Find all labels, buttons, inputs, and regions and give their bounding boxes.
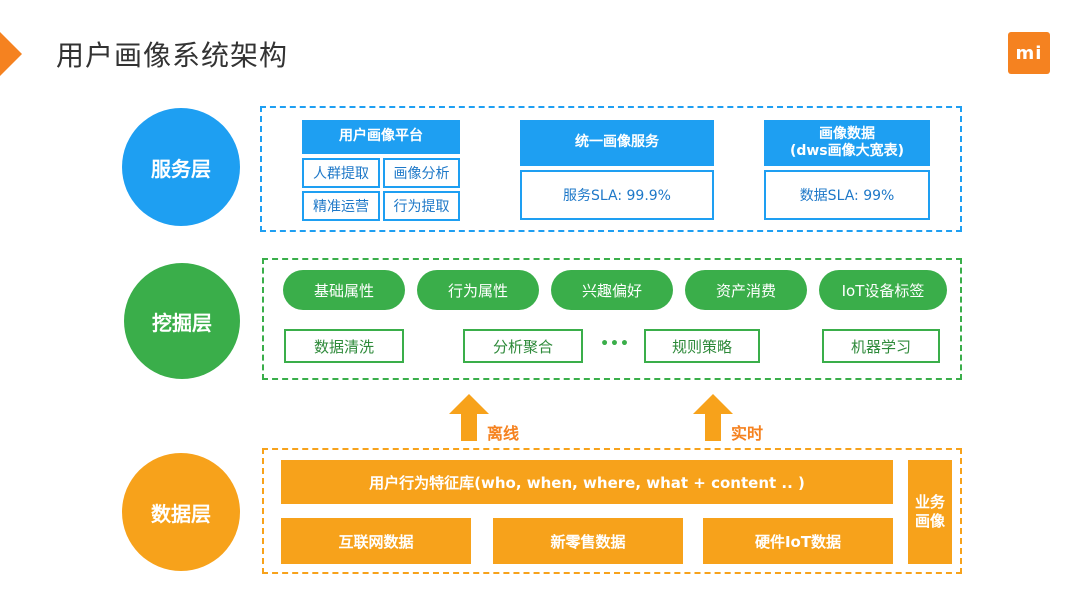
business-profile-line1: 业务 xyxy=(914,492,945,511)
pill-interest-preference: 兴趣偏好 xyxy=(551,270,673,310)
page-title: 用户画像系统架构 xyxy=(56,39,289,72)
data-layer-circle: 数据层 xyxy=(122,453,240,571)
unified-service-title: 统一画像服务 xyxy=(520,120,714,166)
feature-store-bar: 用户行为特征库(who, when, where, what + content… xyxy=(281,460,893,504)
offline-label: 离线 xyxy=(487,424,520,443)
pill-basic-attributes: 基础属性 xyxy=(283,270,405,310)
unified-service-sla: 服务SLA: 99.9% xyxy=(520,170,714,220)
realtime-label: 实时 xyxy=(731,424,764,443)
business-profile-box: 业务 画像 xyxy=(908,460,952,564)
pill-asset-consumption: 资产消费 xyxy=(685,270,807,310)
platform-title: 用户画像平台 xyxy=(302,120,460,154)
realtime-arrow-shaft xyxy=(705,413,721,441)
mi-logo: mi xyxy=(1008,32,1050,74)
source-hardware-iot-data: 硬件IoT数据 xyxy=(703,518,893,564)
title-arrow-icon xyxy=(0,32,22,76)
source-new-retail-data: 新零售数据 xyxy=(493,518,683,564)
platform-item-crowd: 人群提取 xyxy=(302,158,380,188)
mining-layer-circle: 挖掘层 xyxy=(124,263,240,379)
service-layer-frame xyxy=(260,106,962,232)
realtime-arrow-up-icon xyxy=(693,394,733,414)
profile-data-title: 画像数据 (dws画像大宽表) xyxy=(764,120,930,166)
profile-data-sla: 数据SLA: 99% xyxy=(764,170,930,220)
offline-arrow-shaft xyxy=(461,413,477,441)
profile-data-title-line1: 画像数据 xyxy=(819,125,875,142)
data-layer-frame xyxy=(262,448,962,574)
platform-item-behavior: 行为提取 xyxy=(383,191,460,221)
offline-arrow-up-icon xyxy=(449,394,489,414)
ellipsis-icon: ••• xyxy=(600,336,630,352)
box-rule-strategy: 规则策略 xyxy=(644,329,760,363)
box-analysis-aggregation: 分析聚合 xyxy=(463,329,583,363)
box-data-cleaning: 数据清洗 xyxy=(284,329,404,363)
platform-item-operation: 精准运营 xyxy=(302,191,380,221)
business-profile-line2: 画像 xyxy=(914,512,945,530)
mining-layer-frame xyxy=(262,258,962,380)
mining-layer-label: 挖掘层 xyxy=(152,310,212,335)
platform-item-analysis: 画像分析 xyxy=(383,158,460,188)
service-layer-label: 服务层 xyxy=(151,156,211,181)
pill-behavior-attributes: 行为属性 xyxy=(417,270,539,310)
pill-iot-device-tags: IoT设备标签 xyxy=(819,270,947,310)
data-layer-label: 数据层 xyxy=(151,501,211,526)
service-layer-circle: 服务层 xyxy=(122,108,240,226)
profile-data-title-line2: (dws画像大宽表) xyxy=(789,143,905,159)
source-internet-data: 互联网数据 xyxy=(281,518,471,564)
box-machine-learning: 机器学习 xyxy=(822,329,940,363)
